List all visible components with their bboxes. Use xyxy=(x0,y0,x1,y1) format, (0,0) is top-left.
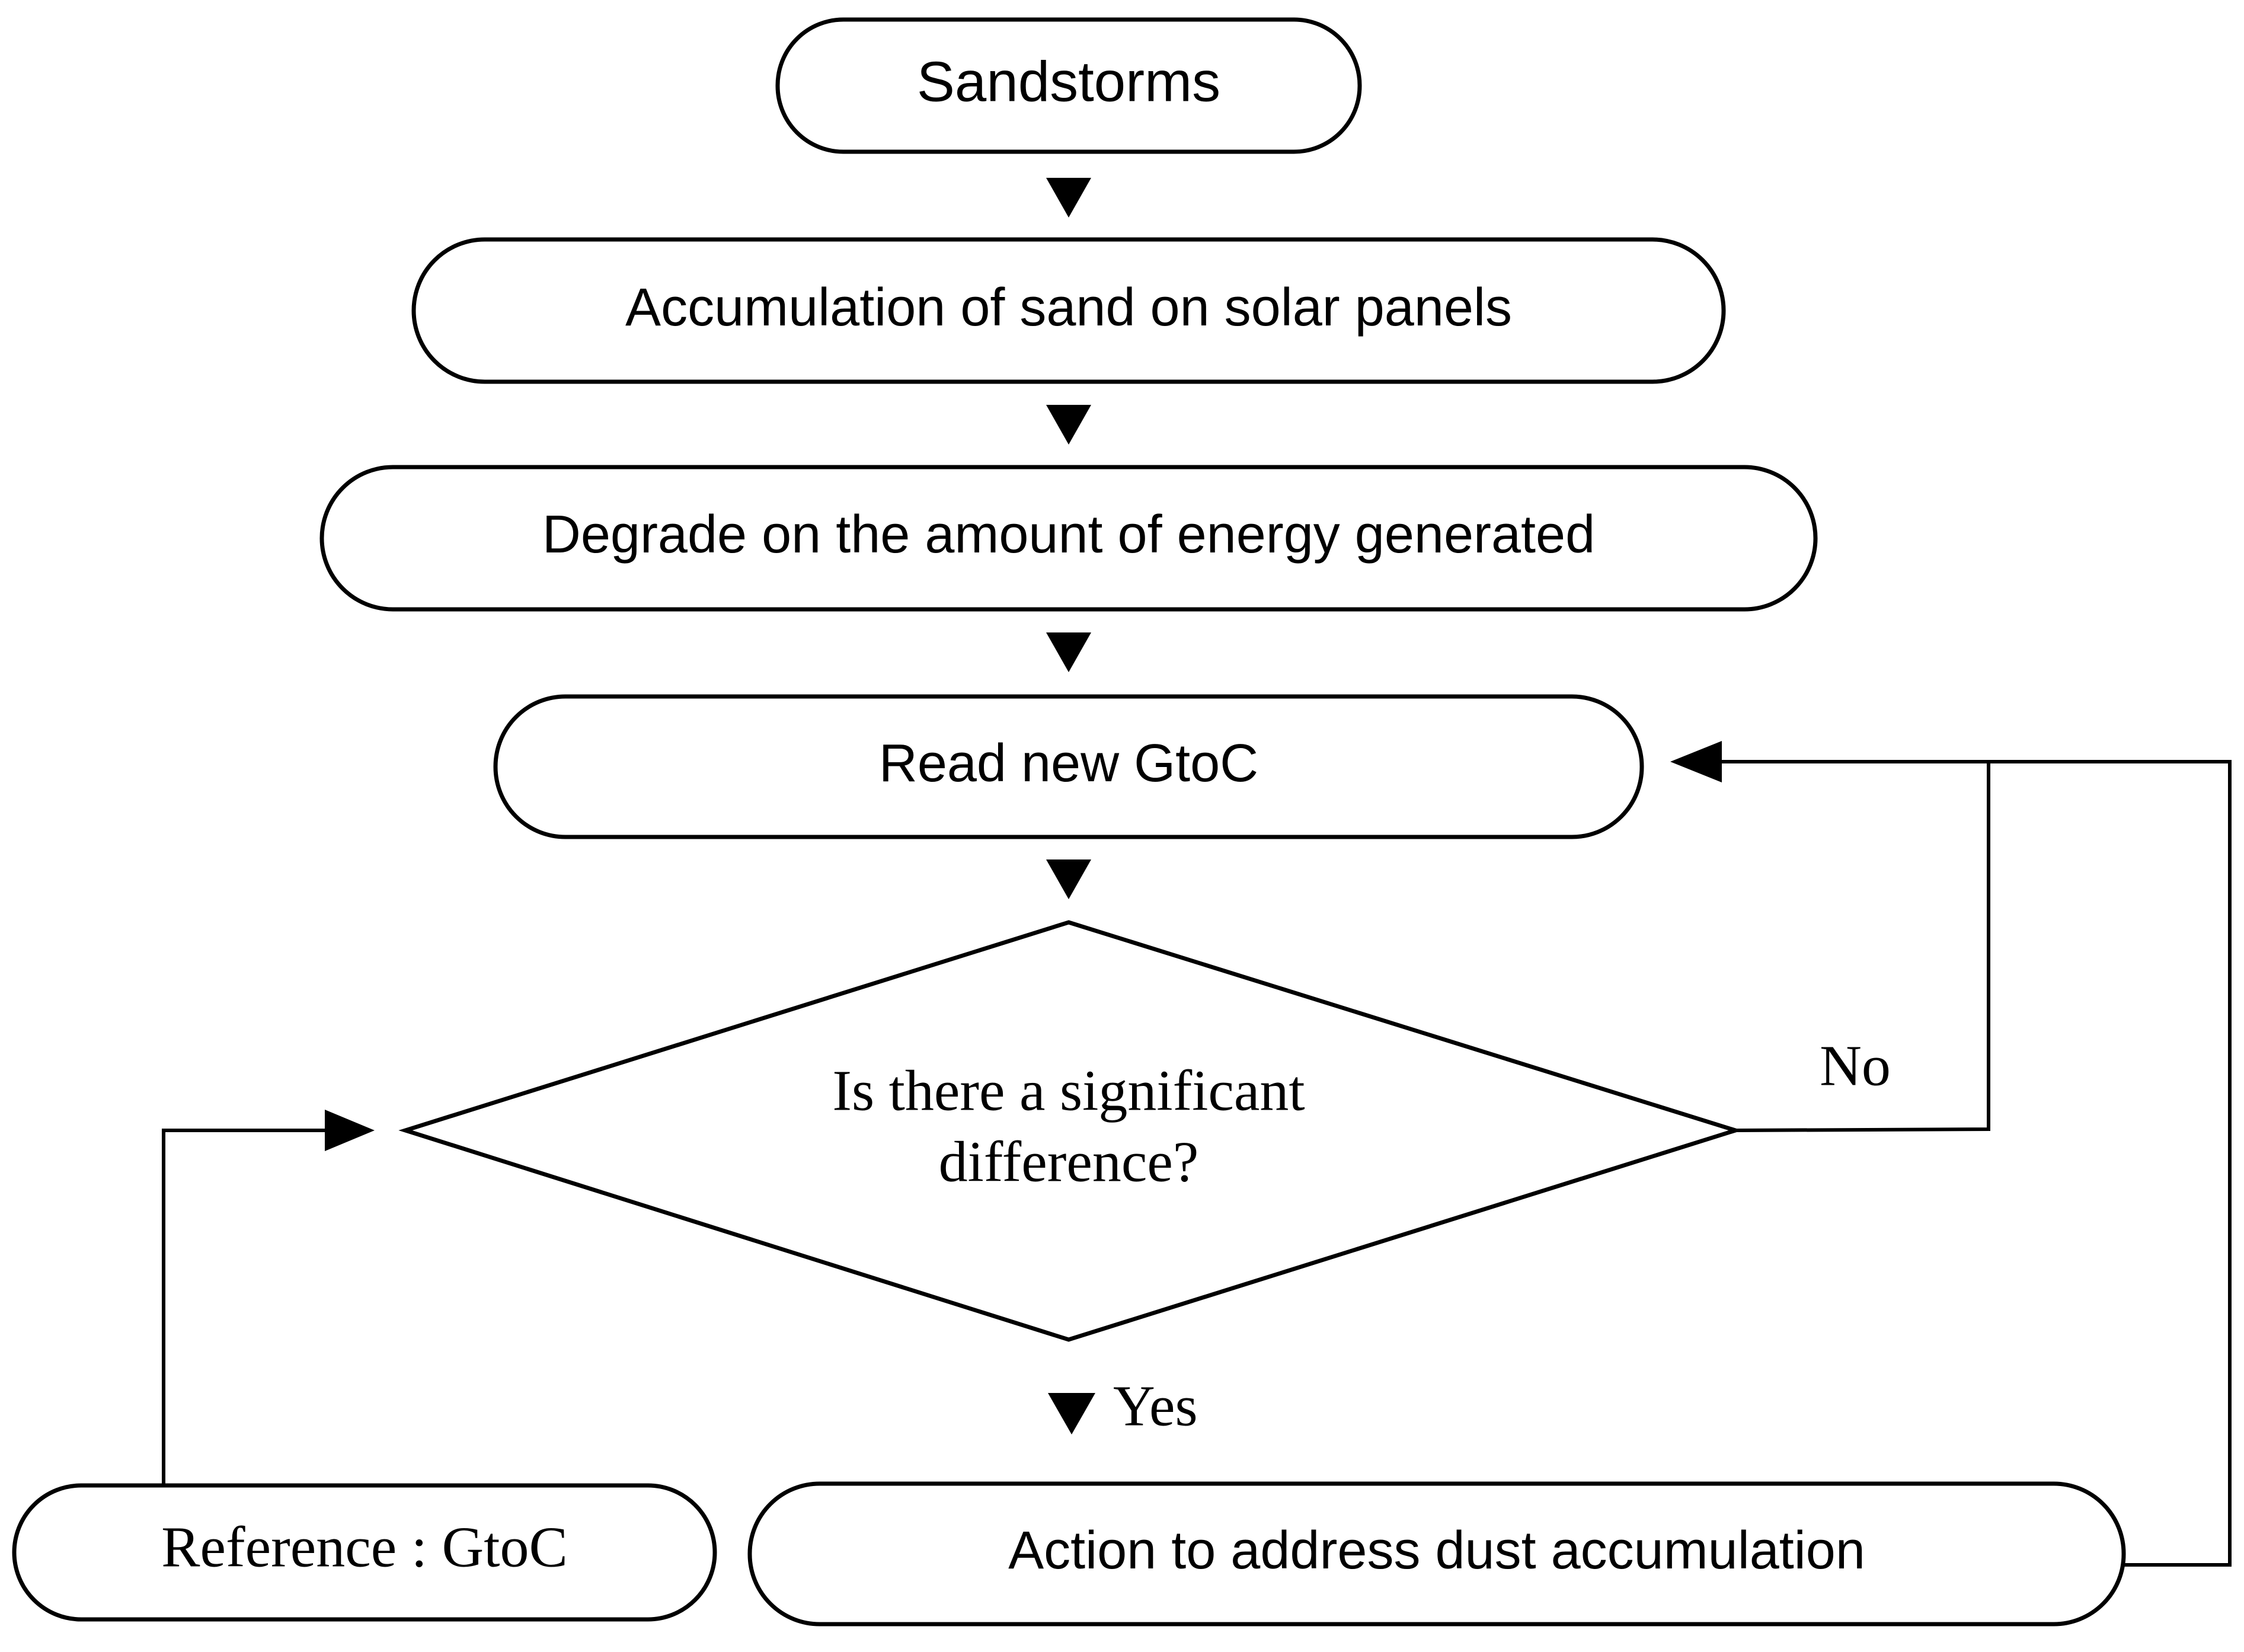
node-action-label: Action to address dust accumulation xyxy=(1008,1521,1865,1580)
node-accumulation: Accumulation of sand on solar panels xyxy=(411,237,1726,384)
node-degrade-label: Degrade on the amount of energy generate… xyxy=(542,505,1595,564)
node-degrade: Degrade on the amount of energy generate… xyxy=(319,465,1818,612)
node-read-gtoc-label: Read new GtoC xyxy=(879,734,1258,793)
node-accumulation-label: Accumulation of sand on solar panels xyxy=(625,278,1512,337)
edge-yes-label: Yes xyxy=(1113,1374,1198,1438)
arrow-down-icon xyxy=(1046,178,1091,218)
arrow-down-icon xyxy=(1048,1393,1095,1434)
node-sandstorms-label: Sandstorms xyxy=(917,50,1220,113)
decision-question-line-1: Is there a significant xyxy=(832,1059,1305,1123)
arrow-down-icon xyxy=(1046,859,1091,899)
edge-no: No xyxy=(1670,741,1990,1132)
arrow-left-icon xyxy=(1670,741,1722,782)
arrow-right-icon xyxy=(325,1110,375,1151)
node-sandstorms: Sandstorms xyxy=(775,17,1362,154)
decision-question-line-2: difference? xyxy=(939,1130,1199,1194)
node-action: Action to address dust accumulation xyxy=(747,1481,2126,1627)
edge-no-label: No xyxy=(1820,1034,1891,1098)
node-reference-label: Reference : GtoC xyxy=(161,1515,568,1579)
arrow-down-icon xyxy=(1046,632,1091,672)
edge-action-loop xyxy=(1989,760,2232,1567)
edge-yes: Yes xyxy=(1048,1374,1198,1438)
arrow-down-icon xyxy=(1046,405,1091,445)
node-read-gtoc: Read new GtoC xyxy=(493,694,1644,839)
node-reference: Reference : GtoC xyxy=(12,1483,717,1622)
edge-reference xyxy=(162,1110,375,1485)
node-decision: Is there a significant difference? xyxy=(398,920,1743,1342)
